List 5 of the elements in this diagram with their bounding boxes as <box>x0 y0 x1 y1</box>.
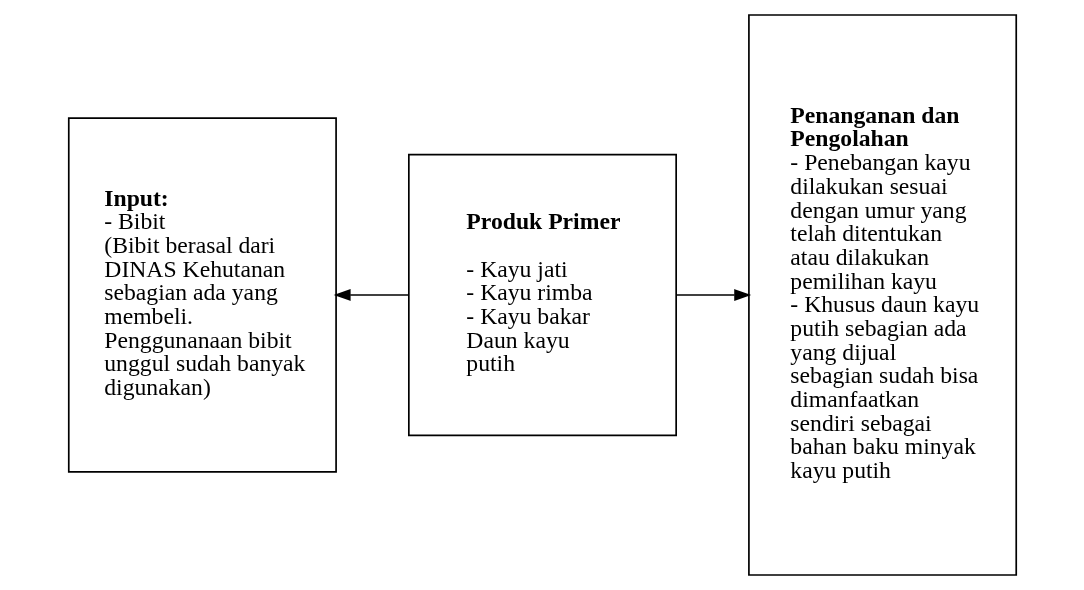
arrow <box>674 289 751 301</box>
node-box: Input: - Bibit (Bibit berasal dari DINAS Kehutanan sebagian ada yang membeli. Penggunanaan bibit unggul sudah banyak digunakan) <box>67 117 337 473</box>
node-box: Penanganan dan Pengolahan - Penebangan kayu dilakukan sesuai dengan umur yang telah ditentukan atau dilakukan pemilihan kayu - Khusus daun kayu putih sebagian ada yang dijual sebagian sudah bisa dimanfaatkan sendiri sebagai bahan baku minyak kayu putih <box>747 14 1017 576</box>
node-box: Produk Primer - Kayu jati - Kayu rimba - Kayu bakar Daun kayu putih <box>407 153 677 437</box>
arrow <box>333 289 409 301</box>
